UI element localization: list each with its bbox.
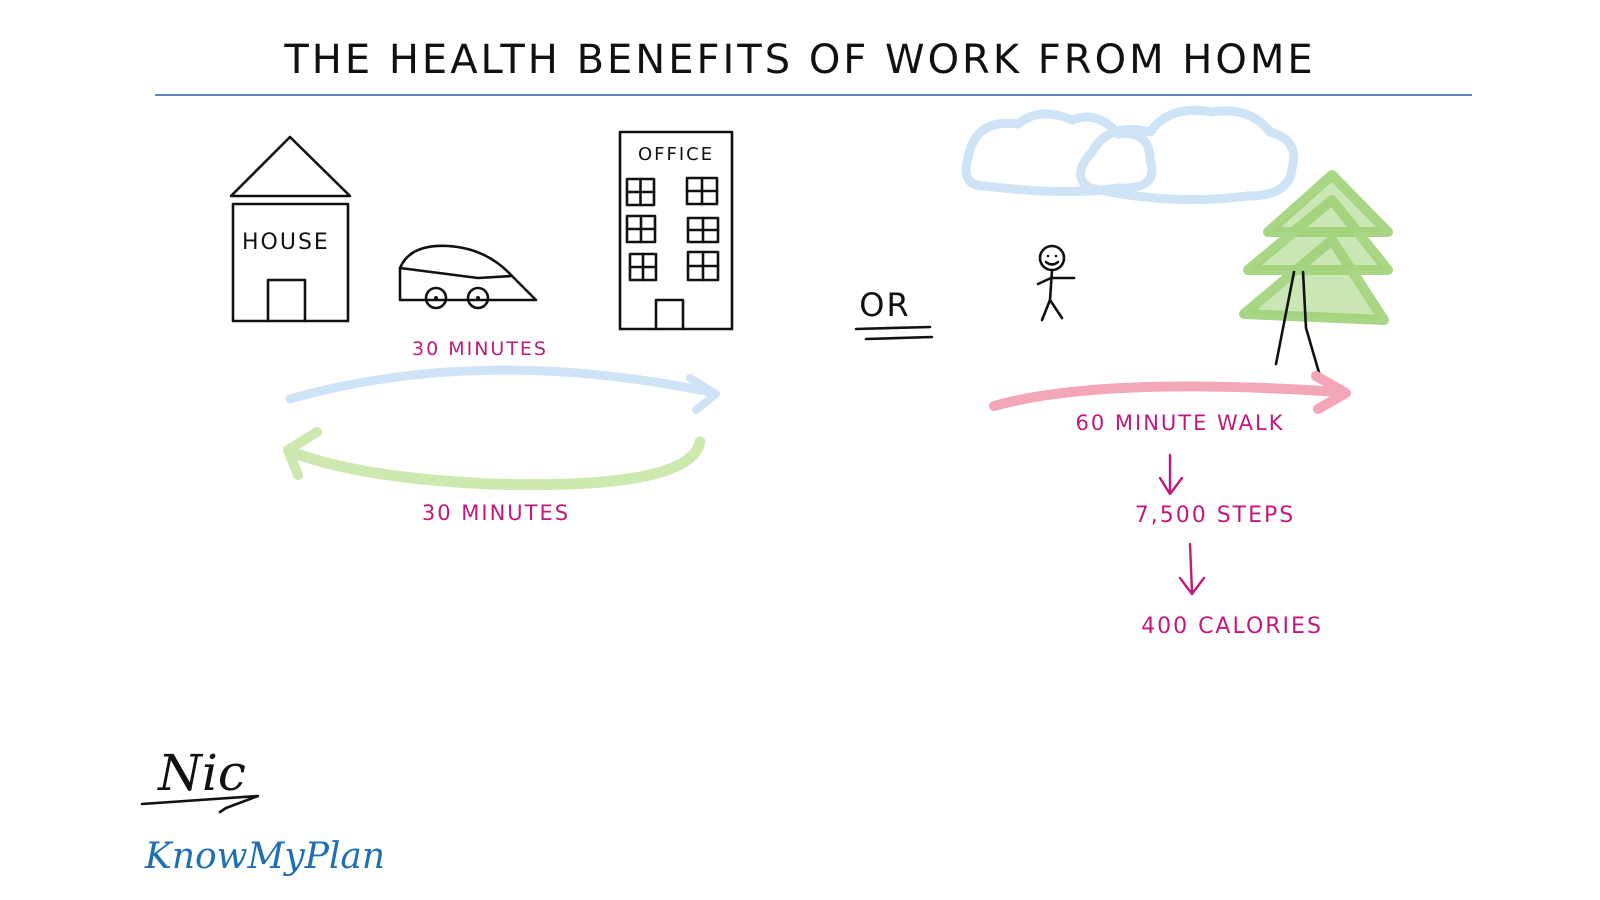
cloud-icon <box>961 105 1299 205</box>
to-office-duration: 30 Minutes <box>412 338 548 360</box>
arrow-down-icon <box>1178 542 1206 596</box>
to-home-duration: 30 Minutes <box>422 501 570 525</box>
walk-label: 60 Minute Walk <box>1075 411 1284 435</box>
car-icon <box>398 244 538 310</box>
signature-name: Nic <box>157 744 246 802</box>
arrow-walk <box>989 371 1351 414</box>
page-title: The Health Benefits of Work From Home <box>283 37 1315 83</box>
office-building-icon <box>618 130 734 331</box>
tree-icon <box>1239 170 1393 378</box>
house-label: House <box>242 230 330 255</box>
house-icon <box>229 135 352 323</box>
signature-underline <box>140 794 260 814</box>
steps-value: 7,500 Steps <box>1135 503 1296 528</box>
arrow-to-home <box>283 427 706 491</box>
office-label: Office <box>638 144 714 165</box>
arrow-down-icon <box>1158 453 1184 496</box>
stick-figure-icon <box>1036 244 1076 322</box>
calories-value: 400 Calories <box>1141 614 1323 639</box>
or-underline-1 <box>854 325 932 331</box>
or-underline-2 <box>864 335 934 341</box>
or-connector: Or <box>859 286 910 324</box>
brand-logo: KnowMyPlan <box>144 836 385 877</box>
arrow-to-office <box>285 365 720 414</box>
